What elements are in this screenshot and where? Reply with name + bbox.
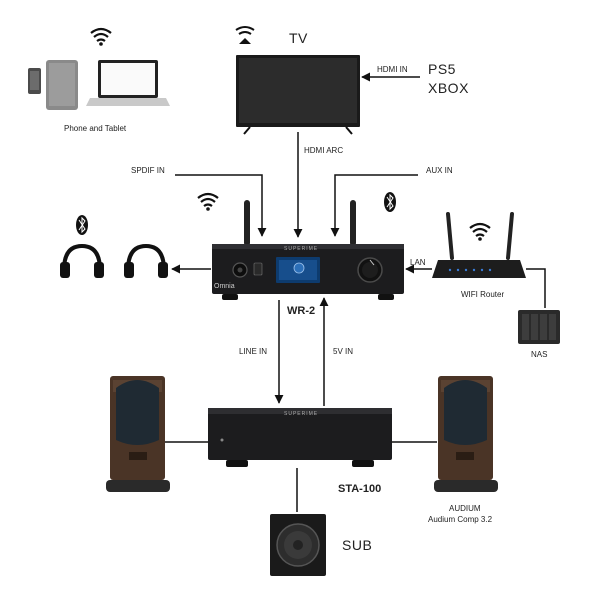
hdmi-in-label: HDMI IN: [377, 65, 408, 74]
spdif-in-label: SPDIF IN: [131, 166, 165, 175]
hdmi-arc-label: HDMI ARC: [304, 146, 344, 155]
nas-label: NAS: [531, 350, 548, 359]
audium-label: AUDIUM: [449, 504, 481, 513]
wr2-model-text: Omnia: [214, 283, 235, 290]
subwoofer: [270, 514, 326, 576]
xbox-label: XBOX: [428, 80, 469, 96]
v5-in-label: 5V IN: [333, 347, 354, 356]
wr2-device: [212, 200, 404, 300]
sta100-brand: SUPERIME: [284, 411, 319, 417]
spdif-arrow: [175, 174, 267, 237]
bluetooth-icon: [76, 215, 88, 235]
wifi-icon: [469, 222, 491, 241]
wifi-icon: [197, 192, 219, 211]
aux-arrow: [330, 174, 418, 237]
tv-label: TV: [289, 30, 308, 46]
sub-label: SUB: [342, 537, 373, 553]
airplay-icon: [235, 26, 255, 44]
headphones-icon: [60, 243, 104, 278]
wifi-router-label: WIFI Router: [461, 290, 505, 299]
right-speaker: [434, 376, 498, 492]
wr2-label: WR-2: [287, 305, 316, 317]
ps5-label: PS5: [428, 61, 456, 77]
router-icon: [432, 212, 526, 278]
tablet-icon: [46, 60, 78, 110]
sta100-amplifier: [208, 408, 392, 467]
left-speaker: [106, 376, 170, 492]
phone-icon: [28, 68, 41, 94]
lan-label: LAN: [410, 258, 426, 267]
wr2-brand: SUPERIME: [284, 246, 319, 252]
nas-link: [526, 268, 546, 308]
line-in-label: LINE IN: [239, 347, 268, 356]
phone-tablet-label: Phone and Tablet: [64, 124, 127, 133]
aux-in-label: AUX IN: [426, 166, 453, 175]
laptop-icon: [86, 60, 170, 106]
wifi-icon: [90, 27, 112, 46]
sta100-label: STA-100: [338, 483, 382, 495]
tv-icon: [236, 55, 360, 135]
bluetooth-icon: [384, 192, 396, 212]
nas-icon: [518, 310, 560, 344]
headphones-icon: [124, 243, 168, 278]
audium-model-label: Audium Comp 3.2: [428, 515, 493, 524]
